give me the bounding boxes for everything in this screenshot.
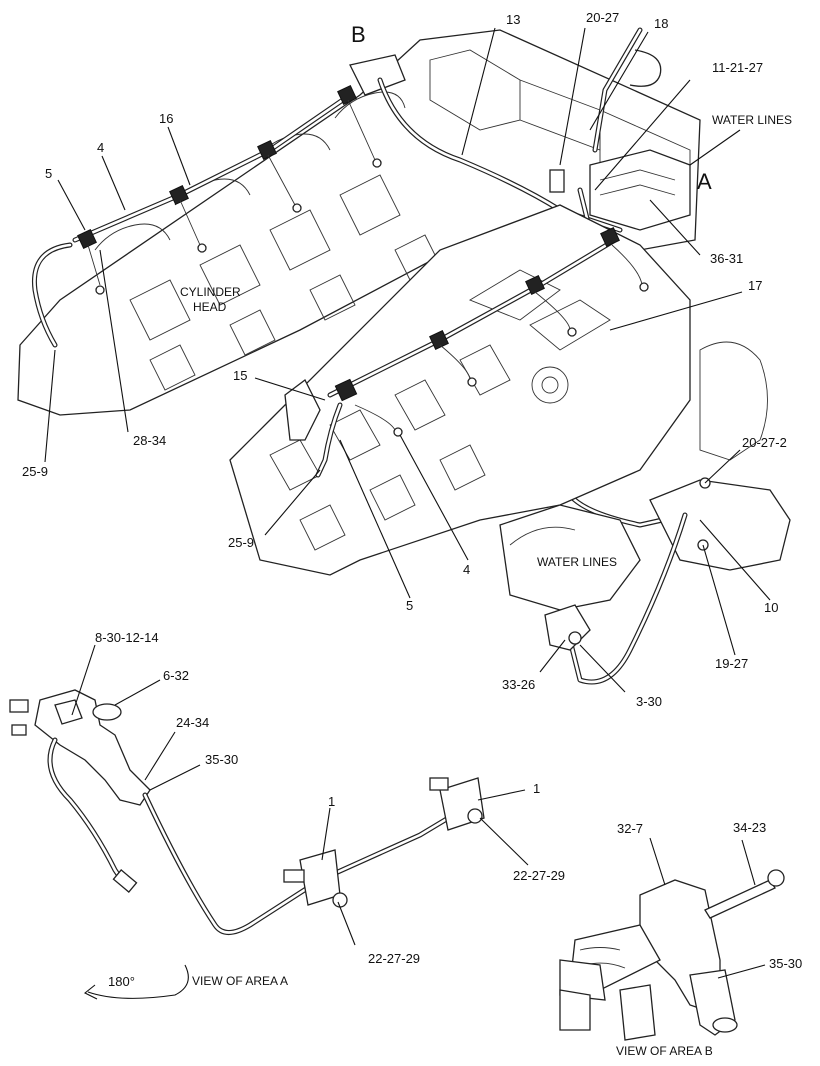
water-lines-label: WATER LINES bbox=[537, 555, 617, 569]
cylinder-head-label: HEAD bbox=[193, 300, 227, 314]
callout-35-30: 35-30 bbox=[205, 752, 238, 767]
callout-1: 1 bbox=[328, 794, 335, 809]
callout-13: 13 bbox=[506, 12, 520, 27]
area-letter-b: B bbox=[351, 22, 366, 47]
callout-33-26: 33-26 bbox=[502, 677, 535, 692]
callout-25-9: 25-9 bbox=[22, 464, 48, 479]
engine-block-lower bbox=[229, 204, 791, 685]
callout-34-23: 34-23 bbox=[733, 820, 766, 835]
callout-36-31: 36-31 bbox=[710, 251, 743, 266]
water-lines-label: WATER LINES bbox=[712, 113, 792, 127]
callout-11-21-27: 11-21-27 bbox=[712, 60, 763, 75]
area-markers: B A bbox=[351, 22, 712, 194]
callout-20-27: 20-27 bbox=[586, 10, 619, 25]
callout-35-30: 35-30 bbox=[769, 956, 802, 971]
view-b-caption: VIEW OF AREA B bbox=[616, 1044, 713, 1058]
component-labels: WATER LINES WATER LINES CYLINDER HEAD bbox=[180, 113, 792, 569]
cylinder-head-label: CYLINDER bbox=[180, 285, 241, 299]
view-captions: VIEW OF AREA A VIEW OF AREA B 180° bbox=[108, 974, 713, 1058]
callout-18: 18 bbox=[654, 16, 668, 31]
callout-5: 5 bbox=[45, 166, 52, 181]
callout-22-27-29: 22-27-29 bbox=[513, 868, 565, 883]
callout-10: 10 bbox=[764, 600, 778, 615]
callout-22-27-29: 22-27-29 bbox=[368, 951, 420, 966]
area-letter-a: A bbox=[697, 169, 712, 194]
rotation-label: 180° bbox=[108, 974, 135, 989]
callout-24-34: 24-34 bbox=[176, 715, 209, 730]
leader-lines bbox=[44, 27, 771, 979]
callout-17: 17 bbox=[748, 278, 762, 293]
rotation-arrow bbox=[87, 964, 189, 999]
callout-6-32: 6-32 bbox=[163, 668, 189, 683]
callout-4: 4 bbox=[97, 140, 104, 155]
callout-19-27: 19-27 bbox=[715, 656, 748, 671]
callout-5: 5 bbox=[406, 598, 413, 613]
callout-16: 16 bbox=[159, 111, 173, 126]
callout-15: 15 bbox=[233, 368, 247, 383]
callout-28-34: 28-34 bbox=[133, 433, 166, 448]
callout-labels: 13 20-27 18 11-21-27 16 4 5 36-31 17 15 … bbox=[22, 10, 802, 971]
callout-1: 1 bbox=[533, 781, 540, 796]
callout-25-9: 25-9 bbox=[228, 535, 254, 550]
view-area-b bbox=[559, 869, 785, 1041]
callout-4: 4 bbox=[463, 562, 470, 577]
callout-8-30-12-14: 8-30-12-14 bbox=[95, 630, 159, 645]
engine-block-upper bbox=[17, 27, 701, 528]
callout-3-30: 3-30 bbox=[636, 694, 662, 709]
view-a-caption: VIEW OF AREA A bbox=[192, 974, 288, 988]
callout-20-27-2: 20-27-2 bbox=[742, 435, 787, 450]
view-area-a bbox=[9, 689, 485, 1000]
callout-32-7: 32-7 bbox=[617, 821, 643, 836]
